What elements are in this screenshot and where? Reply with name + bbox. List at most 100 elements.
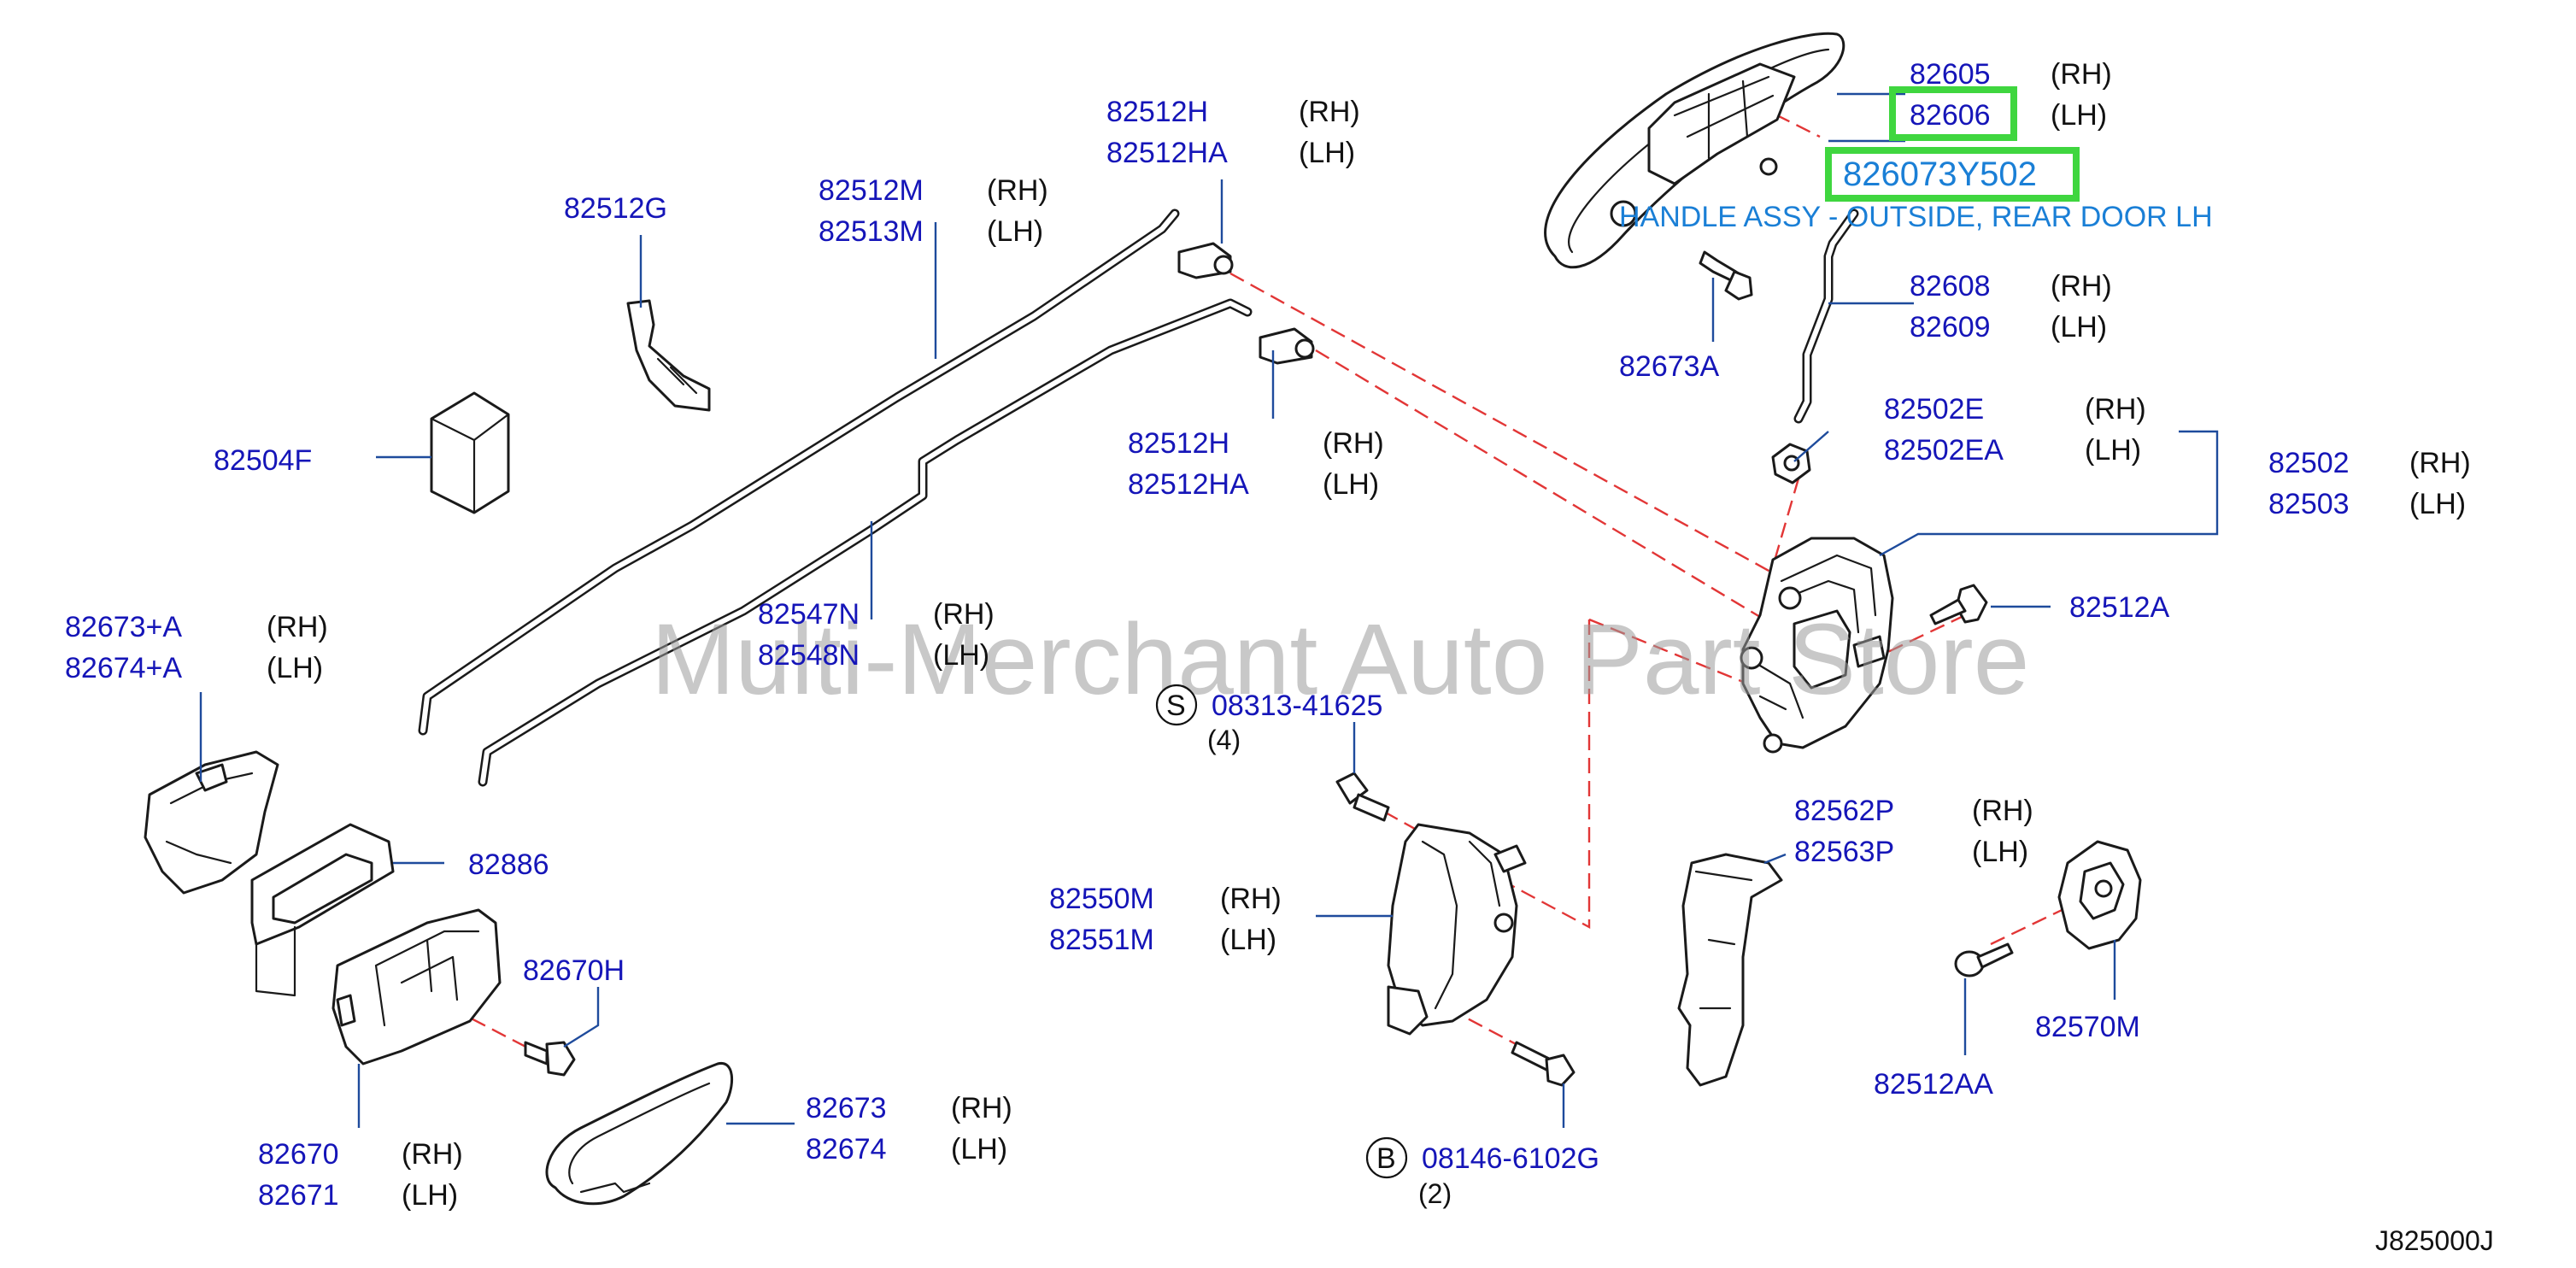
part-number-82674a-plus[interactable]: 82674+A (65, 652, 182, 684)
highlight-description: HANDLE ASSY - OUTSIDE, REAR DOOR LH (1619, 201, 2213, 233)
escutcheon-82673-drawing (545, 1062, 734, 1206)
highlight-part-number[interactable]: 826073Y502 (1843, 156, 2037, 193)
part-number-82547n[interactable]: 82547N (758, 598, 860, 631)
side-82512ha-mid: (LH) (1323, 468, 1379, 501)
callout-82563p: 82563P (LH) (1794, 836, 2028, 868)
callout-82512ha-top: 82512HA (LH) (1106, 137, 1355, 169)
callout-82886: 82886 (468, 848, 549, 881)
side-82550m: (RH) (1220, 883, 1282, 915)
part-number-82551m[interactable]: 82551M (1049, 924, 1154, 956)
part-number-82886[interactable]: 82886 (468, 848, 549, 881)
rod-clip-mid-drawing (1259, 327, 1315, 365)
callout-82512ha-mid: 82512HA (LH) (1128, 468, 1379, 501)
bolt-08313-drawing (1335, 772, 1390, 822)
callout-82673a: 82673A (1619, 350, 1720, 383)
inside-handle-82670-drawing (332, 908, 502, 1065)
callout-82606: 82606 (LH) (1910, 99, 2107, 132)
side-82503: (LH) (2409, 488, 2466, 520)
part-number-82563p[interactable]: 82563P (1794, 836, 1894, 868)
callout-82609: 82609 (LH) (1910, 311, 2107, 343)
side-82674a-plus: (LH) (267, 652, 323, 684)
qty-08146-6102g: (2) (1418, 1178, 1452, 1209)
part-number-82609[interactable]: 82609 (1910, 311, 1991, 343)
side-82512h-top: (RH) (1299, 96, 1360, 128)
part-number-82570m[interactable]: 82570M (2035, 1011, 2140, 1043)
part-number-82504f[interactable]: 82504F (214, 444, 312, 477)
part-number-82512aa[interactable]: 82512AA (1874, 1068, 1993, 1101)
part-number-82512ha-top[interactable]: 82512HA (1106, 137, 1228, 169)
side-82562p: (RH) (1972, 795, 2033, 827)
part-number-82562p[interactable]: 82562P (1794, 795, 1894, 827)
callout-82512g: 82512G (564, 192, 667, 225)
part-number-82606[interactable]: 82606 (1910, 99, 1991, 132)
callout-82502e: 82502E (RH) (1884, 393, 2146, 426)
part-number-82502e[interactable]: 82502E (1884, 393, 1984, 426)
part-number-82550m[interactable]: 82550M (1049, 883, 1154, 915)
bolt-part-badge (1365, 1136, 1408, 1179)
door-lock-drawing (1740, 537, 1894, 754)
side-82512ha-top: (LH) (1299, 137, 1355, 169)
highlight-box-826073y502 (1825, 147, 2080, 202)
part-number-82673[interactable]: 82673 (806, 1092, 887, 1124)
part-number-82512a[interactable]: 82512A (2069, 591, 2170, 624)
part-number-82502ea[interactable]: 82502EA (1884, 434, 2004, 467)
part-number-82673a[interactable]: 82673A (1619, 350, 1720, 383)
side-82512m: (RH) (987, 174, 1048, 207)
callout-82674a-plus: 82674+A (LH) (65, 652, 323, 684)
part-number-82670[interactable]: 82670 (258, 1138, 339, 1171)
callout-82670h: 82670H (523, 954, 625, 987)
callout-82674: 82674 (LH) (806, 1133, 1007, 1165)
callout-82673: 82673 (RH) (806, 1092, 1012, 1124)
diagram-code: J825000J (2375, 1225, 2494, 1256)
part-number-82512m[interactable]: 82512M (819, 174, 924, 207)
rod-82512m-drawing (418, 208, 1180, 736)
part-number-08313-41625[interactable]: 08313-41625 (1212, 690, 1382, 722)
callout-82502: 82502 (RH) (2268, 447, 2471, 479)
part-number-82512g[interactable]: 82512G (564, 192, 667, 225)
callout-82547n: 82547N (RH) (758, 598, 995, 631)
callout-82673a-plus: 82673+A (RH) (65, 611, 328, 643)
callout-82504f: 82504F (214, 444, 312, 477)
part-number-82674[interactable]: 82674 (806, 1133, 887, 1165)
side-82548n: (LH) (933, 639, 989, 672)
part-number-08146-6102g[interactable]: 08146-6102G (1422, 1142, 1599, 1175)
callout-82512h-top: 82512H (RH) (1106, 96, 1360, 128)
callout-82550m: 82550M (RH) (1049, 883, 1282, 915)
part-number-82512h-mid[interactable]: 82512H (1128, 427, 1229, 460)
bracket-82562p-drawing (1677, 853, 1783, 1087)
part-number-82673a-plus[interactable]: 82673+A (65, 611, 182, 643)
part-number-82548n[interactable]: 82548N (758, 639, 860, 672)
screw-82512aa-drawing (1954, 942, 2014, 977)
badge-letter-b: B (1376, 1142, 1396, 1175)
side-82608: (RH) (2051, 270, 2112, 302)
highlight-box-82606 (1889, 86, 2017, 141)
part-number-82502[interactable]: 82502 (2268, 447, 2350, 479)
callout-82502ea: 82502EA (LH) (1884, 434, 2141, 467)
side-82502e: (RH) (2085, 393, 2146, 426)
side-82671: (LH) (402, 1179, 458, 1212)
part-number-82512ha-mid[interactable]: 82512HA (1128, 468, 1249, 501)
side-82609: (LH) (2051, 311, 2107, 343)
callout-82605: 82605 (RH) (1910, 58, 2112, 91)
callout-82671: 82671 (LH) (258, 1179, 458, 1212)
callout-82562p: 82562P (RH) (1794, 795, 2033, 827)
rod-82547n-drawing (478, 298, 1253, 787)
block-82504f-drawing (430, 391, 510, 514)
rod-clip-top-drawing (1177, 242, 1234, 279)
callout-82548n: 82548N (LH) (758, 639, 989, 672)
part-number-82608[interactable]: 82608 (1910, 270, 1991, 302)
part-number-82605[interactable]: 82605 (1910, 58, 1991, 91)
outside-handle-drawing (1544, 32, 1845, 269)
callout-08313-41625: S 08313-41625 (4) (1155, 684, 1382, 755)
part-number-82503[interactable]: 82503 (2268, 488, 2350, 520)
side-82673: (RH) (951, 1092, 1012, 1124)
part-number-82670h[interactable]: 82670H (523, 954, 625, 987)
callout-82551m: 82551M (LH) (1049, 924, 1276, 956)
side-82513m: (LH) (987, 215, 1043, 248)
leader-lines (199, 92, 2219, 1128)
part-number-82512h-top[interactable]: 82512H (1106, 96, 1208, 128)
part-number-82671[interactable]: 82671 (258, 1179, 339, 1212)
part-number-82513m[interactable]: 82513M (819, 215, 924, 248)
watermark: Multi-Merchant Auto Part Store (651, 603, 2029, 716)
bezel-82673a-drawing (144, 750, 279, 895)
